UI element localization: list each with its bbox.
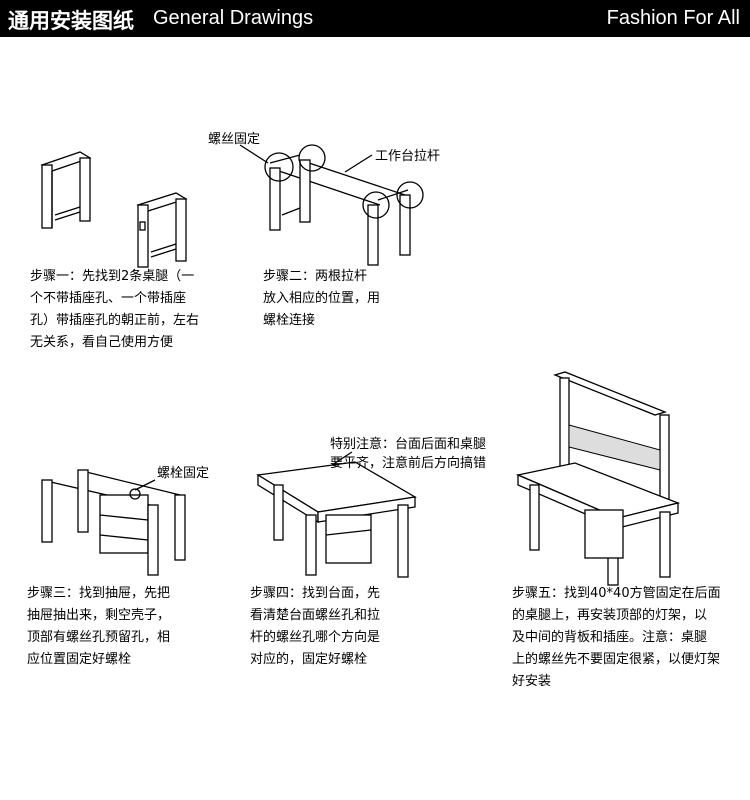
step4-table-with-top <box>256 451 417 578</box>
step3-frame-with-drawer <box>41 469 186 576</box>
label-screw-fix: 螺丝固定 <box>208 132 261 147</box>
slogan: Fashion For All <box>606 7 740 29</box>
step1-text: 步骤一：先找到2条桌腿（一个不带插座孔、一个带插座孔）带插座孔的朝正前，左右无关… <box>30 269 200 350</box>
step1-leg-frame-right <box>136 192 188 268</box>
step3-text: 步骤三：找到抽屉，先把抽屉抽出来，剩空壳子，顶部有螺丝孔预留孔，相应位置固定好螺… <box>27 586 171 667</box>
step5-table-with-lamp-rack <box>515 371 681 586</box>
note-line-2: 要平齐，注意前后方向搞错 <box>330 456 487 471</box>
title-en: General Drawings <box>153 7 314 29</box>
label-bench-rod: 工作台拉杆 <box>375 149 441 164</box>
label-bolt-fix: 螺栓固定 <box>157 466 210 481</box>
step2-text: 步骤二：两根拉杆放入相应的位置，用螺栓连接 <box>263 269 381 328</box>
step4-text: 步骤四：找到台面，先看清楚台面螺丝孔和拉杆的螺丝孔哪个方向是对应的，固定好螺栓 <box>250 586 381 667</box>
title-cn: 通用安装图纸 <box>8 9 134 33</box>
step1-leg-frame-left <box>40 151 92 229</box>
step5-text: 步骤五：找到40*40方管固定在后面的桌腿上，再安装顶部的灯架，以及中间的背板和… <box>512 586 721 689</box>
step2-frame-with-rods <box>239 144 424 266</box>
header-bar: 通用安装图纸 General Drawings Fashion For All <box>0 0 750 37</box>
note-line-1: 特别注意：台面后面和桌腿 <box>330 437 487 452</box>
